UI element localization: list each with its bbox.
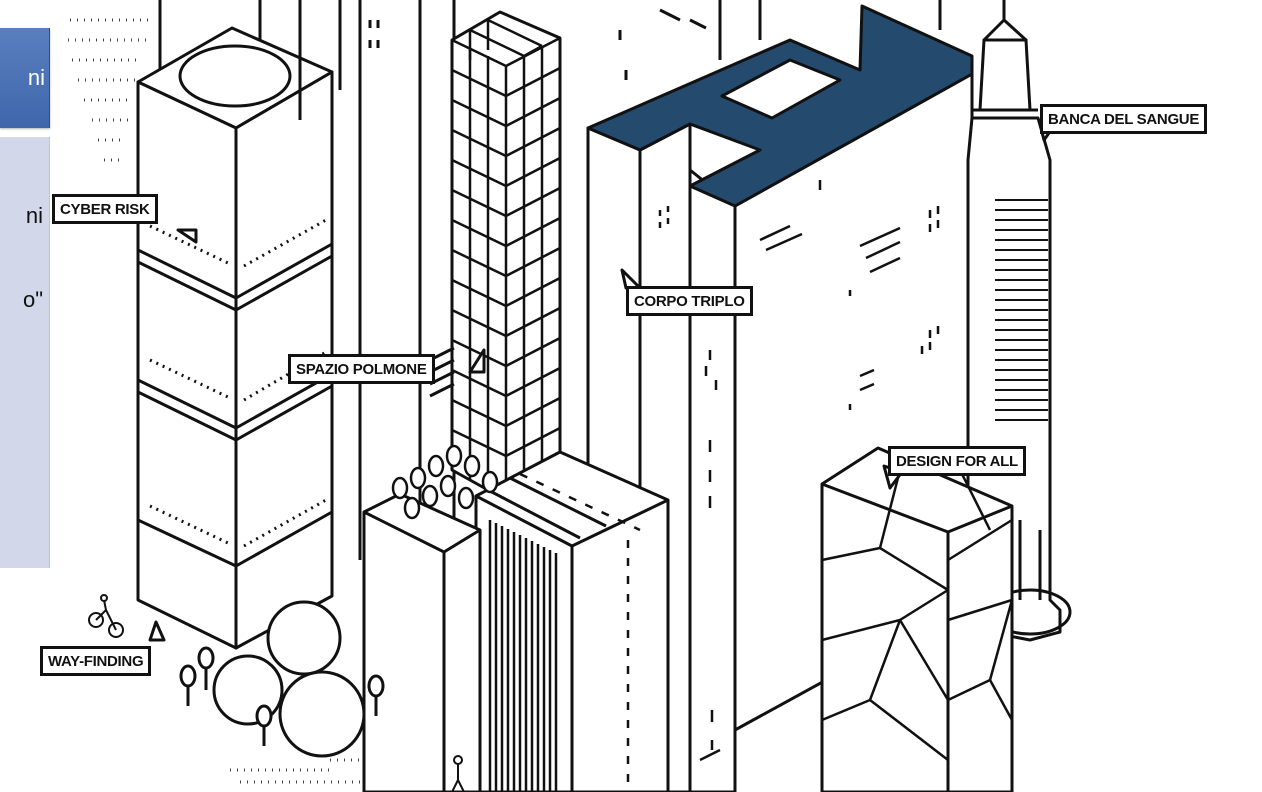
panel-header[interactable]: ni: [0, 28, 50, 128]
cyclist-figure: [89, 595, 123, 637]
panel-body: ni o": [0, 137, 50, 568]
label-cyber-risk: CYBER RISK: [52, 194, 158, 224]
label-banca-del-sangue: BANCA DEL SANGUE: [1040, 104, 1207, 134]
cyber-risk-tower: [138, 28, 332, 648]
label-spazio-polmone: SPAZIO POLMONE: [288, 354, 435, 384]
label-way-finding: WAY-FINDING: [40, 646, 151, 676]
label-design-for-all: DESIGN FOR ALL: [888, 446, 1026, 476]
panel-line-1: ni: [26, 203, 43, 229]
panel-header-text: ni: [28, 65, 45, 91]
panel-line-2: o": [23, 287, 43, 313]
label-corpo-triplo: CORPO TRIPLO: [626, 286, 753, 316]
design-for-all-tower: [822, 448, 1012, 792]
cube-stack-tower: [430, 12, 560, 500]
front-striped-tower: [476, 452, 668, 792]
